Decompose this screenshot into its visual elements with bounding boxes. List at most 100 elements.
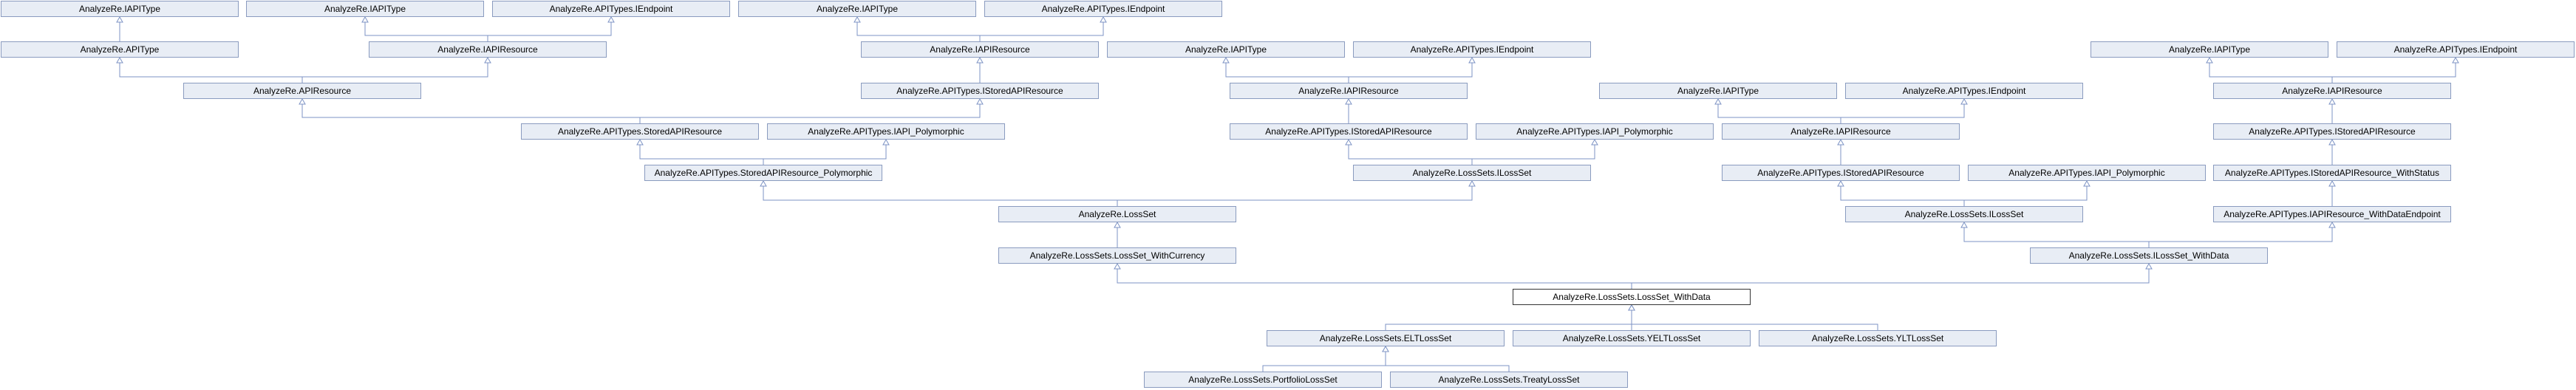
inheritance-edge (1963, 227, 2150, 247)
node-iapiresource[interactable]: AnalyzeRe.IAPIResource (369, 41, 607, 58)
inheritance-arrowhead (1714, 98, 1722, 105)
inheritance-arrowhead (1837, 138, 1844, 146)
node-iendpoint[interactable]: AnalyzeRe.APITypes.IEndpoint (984, 1, 1222, 17)
node-ilossset-withdata[interactable]: AnalyzeRe.LossSets.ILossSet_WithData (2030, 247, 2268, 264)
node-iapitype[interactable]: AnalyzeRe.IAPIType (1, 1, 239, 17)
inheritance-arrowhead (2206, 56, 2213, 64)
inheritance-arrowhead (1114, 262, 1121, 270)
inheritance-edge (301, 62, 488, 83)
inheritance-edge (1631, 268, 2150, 289)
inheritance-arrowhead (1468, 56, 1476, 64)
inheritance-edge (1963, 185, 2088, 206)
inheritance-arrowhead (607, 16, 615, 23)
node-iapitype[interactable]: AnalyzeRe.IAPIType (1599, 83, 1837, 99)
inheritance-edge (639, 103, 981, 123)
node-lossset-withdata-current[interactable]: AnalyzeRe.LossSets.LossSet_WithData (1513, 289, 1751, 305)
node-storedapiresource[interactable]: AnalyzeRe.APITypes.StoredAPIResource (521, 123, 759, 140)
node-storedapiresource-polymorphic[interactable]: AnalyzeRe.APITypes.StoredAPIResource_Pol… (644, 165, 882, 181)
inheritance-arrowhead (1628, 304, 1635, 311)
node-iapitype[interactable]: AnalyzeRe.IAPIType (738, 1, 976, 17)
inheritance-arrowhead (484, 56, 491, 64)
inheritance-edge (1385, 351, 1510, 372)
inheritance-edge (1840, 103, 1965, 123)
node-lossset[interactable]: AnalyzeRe.LossSet (998, 206, 1236, 222)
node-eltlossset[interactable]: AnalyzeRe.LossSets.ELTLossSet (1267, 330, 1505, 346)
inheritance-edge (2331, 62, 2456, 83)
node-iapitype[interactable]: AnalyzeRe.IAPIType (1107, 41, 1345, 58)
inheritance-arrowhead (976, 56, 984, 64)
node-iendpoint[interactable]: AnalyzeRe.APITypes.IEndpoint (1353, 41, 1591, 58)
inheritance-edge (2148, 227, 2333, 247)
node-iapi-polymorphic[interactable]: AnalyzeRe.APITypes.IAPI_Polymorphic (767, 123, 1005, 140)
inheritance-arrowhead (636, 138, 644, 146)
node-iendpoint[interactable]: AnalyzeRe.APITypes.IEndpoint (492, 1, 730, 17)
node-iapiresource[interactable]: AnalyzeRe.IAPIResource (1230, 83, 1468, 99)
inheritance-arrowhead (2328, 98, 2336, 105)
inheritance-arrowhead (1345, 138, 1352, 146)
inheritance-arrowhead (1960, 98, 1968, 105)
node-istoredapiresource[interactable]: AnalyzeRe.APITypes.IStoredAPIResource (861, 83, 1099, 99)
inheritance-arrowhead (2328, 221, 2336, 228)
inheritance-edge (763, 144, 887, 165)
inheritance-arrowhead (116, 16, 123, 23)
inheritance-edge (487, 21, 612, 41)
inheritance-arrowhead (2328, 179, 2336, 187)
inheritance-edge (1117, 185, 1473, 206)
inheritance-edge (301, 103, 641, 123)
node-istoredapiresource-withstatus[interactable]: AnalyzeRe.APITypes.IStoredAPIResource_Wi… (2213, 165, 2451, 181)
node-iapi-polymorphic[interactable]: AnalyzeRe.APITypes.IAPI_Polymorphic (1968, 165, 2206, 181)
inheritance-arrowhead (976, 98, 984, 105)
inheritance-arrowhead (2452, 56, 2459, 64)
inheritance-arrowhead (2328, 138, 2336, 146)
node-yeltlossset[interactable]: AnalyzeRe.LossSets.YELTLossSet (1513, 330, 1751, 346)
inheritance-arrowhead (853, 16, 861, 23)
inheritance-arrowhead (2083, 179, 2091, 187)
node-yltlossset[interactable]: AnalyzeRe.LossSets.YLTLossSet (1759, 330, 1997, 346)
node-iapiresource[interactable]: AnalyzeRe.IAPIResource (861, 41, 1099, 58)
node-iapitype[interactable]: AnalyzeRe.IAPIType (246, 1, 484, 17)
inheritance-edge (1348, 62, 1473, 83)
inheritance-arrowhead (1382, 345, 1389, 352)
inheritance-edge (1262, 351, 1386, 372)
node-apitype[interactable]: AnalyzeRe.APIType (1, 41, 239, 58)
node-iapitype[interactable]: AnalyzeRe.IAPIType (2091, 41, 2328, 58)
node-iapiresource-withdataendpoint[interactable]: AnalyzeRe.APITypes.IAPIResource_WithData… (2213, 206, 2451, 222)
node-istoredapiresource[interactable]: AnalyzeRe.APITypes.IStoredAPIResource (2213, 123, 2451, 140)
node-ilossset[interactable]: AnalyzeRe.LossSets.ILossSet (1845, 206, 2083, 222)
inheritance-arrowhead (1345, 98, 1352, 105)
inheritance-edge (856, 21, 981, 41)
node-lossset-withcurrency[interactable]: AnalyzeRe.LossSets.LossSet_WithCurrency (998, 247, 1236, 264)
node-istoredapiresource[interactable]: AnalyzeRe.APITypes.IStoredAPIResource (1230, 123, 1468, 140)
node-portfoliolossset[interactable]: AnalyzeRe.LossSets.PortfolioLossSet (1144, 372, 1382, 388)
inheritance-arrowhead (1591, 138, 1598, 146)
inheritance-edge (1631, 309, 1878, 330)
inheritance-arrowhead (1960, 221, 1968, 228)
inheritance-edge (119, 62, 303, 83)
inheritance-arrowhead (1114, 221, 1121, 228)
inheritance-edge (1471, 144, 1595, 165)
inheritance-arrowhead (116, 56, 123, 64)
node-ilossset[interactable]: AnalyzeRe.LossSets.ILossSet (1353, 165, 1591, 181)
inheritance-edge (2209, 62, 2333, 83)
inheritance-arrowhead (1222, 56, 1230, 64)
node-apiresource[interactable]: AnalyzeRe.APIResource (183, 83, 421, 99)
node-iapiresource[interactable]: AnalyzeRe.IAPIResource (1722, 123, 1960, 140)
inheritance-arrowhead (299, 98, 306, 105)
inheritance-edge (1717, 103, 1841, 123)
inheritance-arrowhead (760, 179, 767, 187)
inheritance-edge (639, 144, 764, 165)
node-iapi-polymorphic[interactable]: AnalyzeRe.APITypes.IAPI_Polymorphic (1476, 123, 1714, 140)
node-iendpoint[interactable]: AnalyzeRe.APITypes.IEndpoint (2337, 41, 2575, 58)
inheritance-arrowhead (1468, 179, 1476, 187)
node-istoredapiresource[interactable]: AnalyzeRe.APITypes.IStoredAPIResource (1722, 165, 1960, 181)
inheritance-arrowhead (1837, 179, 1844, 187)
inheritance-arrowhead (1100, 16, 1107, 23)
inheritance-edge (1117, 268, 1632, 289)
node-iendpoint[interactable]: AnalyzeRe.APITypes.IEndpoint (1845, 83, 2083, 99)
inheritance-arrowhead (882, 138, 890, 146)
node-iapiresource[interactable]: AnalyzeRe.IAPIResource (2213, 83, 2451, 99)
inheritance-edge (1840, 185, 1965, 206)
node-treatylossset[interactable]: AnalyzeRe.LossSets.TreatyLossSet (1390, 372, 1628, 388)
inheritance-arrowhead (2145, 262, 2153, 270)
